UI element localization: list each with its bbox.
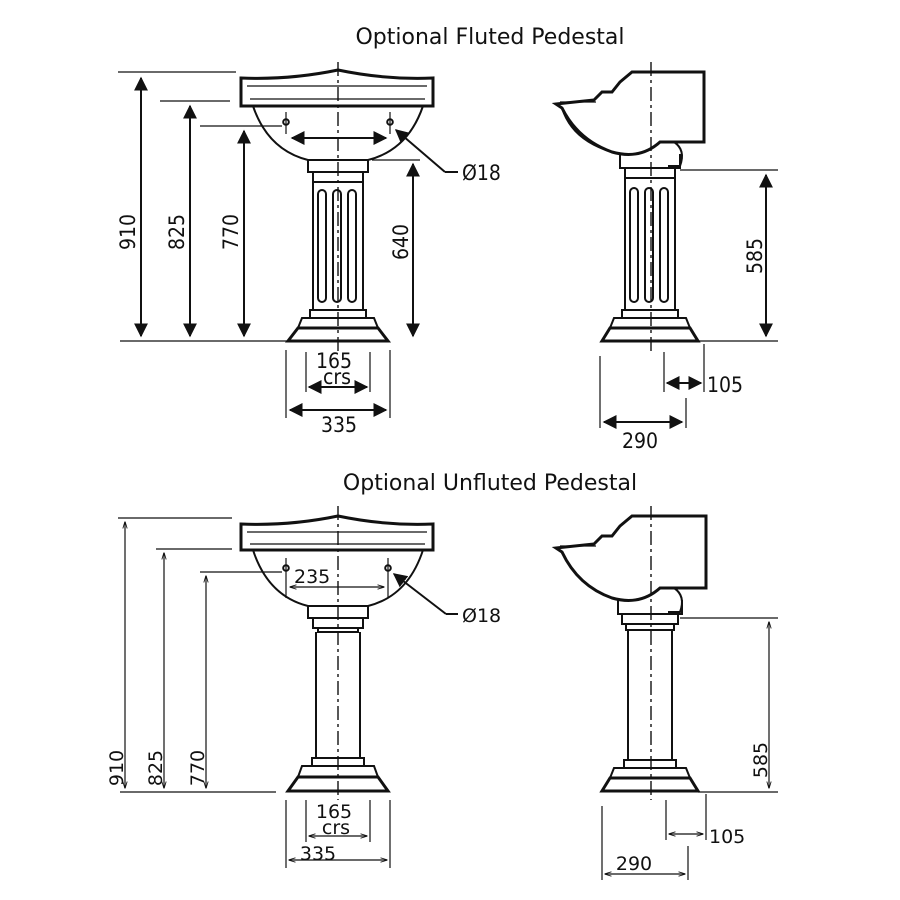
- dim-585-unfluted: 585: [750, 742, 772, 778]
- title-fluted: Optional Fluted Pedestal: [355, 25, 624, 50]
- dim-hole-unfluted: Ø18: [462, 605, 501, 627]
- dim-hole-fluted: Ø18: [462, 161, 501, 185]
- title-unfluted: Optional Unfluted Pedestal: [343, 471, 637, 496]
- dim-crs-value-unfluted: 165: [316, 801, 352, 823]
- dim-290-unfluted: 290: [616, 853, 652, 875]
- dim-335-unfluted: 335: [300, 843, 336, 865]
- dim-235-unfluted: 235: [294, 566, 330, 588]
- dim-105-fluted: 105: [707, 373, 743, 397]
- dim-825-unfluted: 825: [145, 750, 167, 786]
- dim-335-fluted: 335: [321, 413, 357, 437]
- dim-105-unfluted: 105: [709, 826, 745, 848]
- dim-crs-value-fluted: 165: [316, 349, 352, 373]
- dim-crs-label-fluted: crs: [323, 365, 351, 389]
- dim-640-fluted: 640: [389, 224, 413, 260]
- dim-910-fluted: 910: [116, 214, 140, 250]
- dim-585-fluted: 585: [743, 238, 767, 274]
- dim-825-fluted: 825: [165, 214, 189, 250]
- unfluted-front-view: [118, 506, 458, 868]
- unfluted-side-view: [551, 506, 778, 880]
- dim-910-unfluted: 910: [106, 750, 128, 786]
- fluted-front-view: [118, 62, 458, 418]
- dim-crs-label-unfluted: crs: [322, 817, 350, 839]
- fluted-side-view: [551, 62, 778, 429]
- dim-770-unfluted: 770: [187, 750, 209, 786]
- dim-290-fluted: 290: [622, 429, 658, 453]
- dim-770-fluted: 770: [219, 214, 243, 250]
